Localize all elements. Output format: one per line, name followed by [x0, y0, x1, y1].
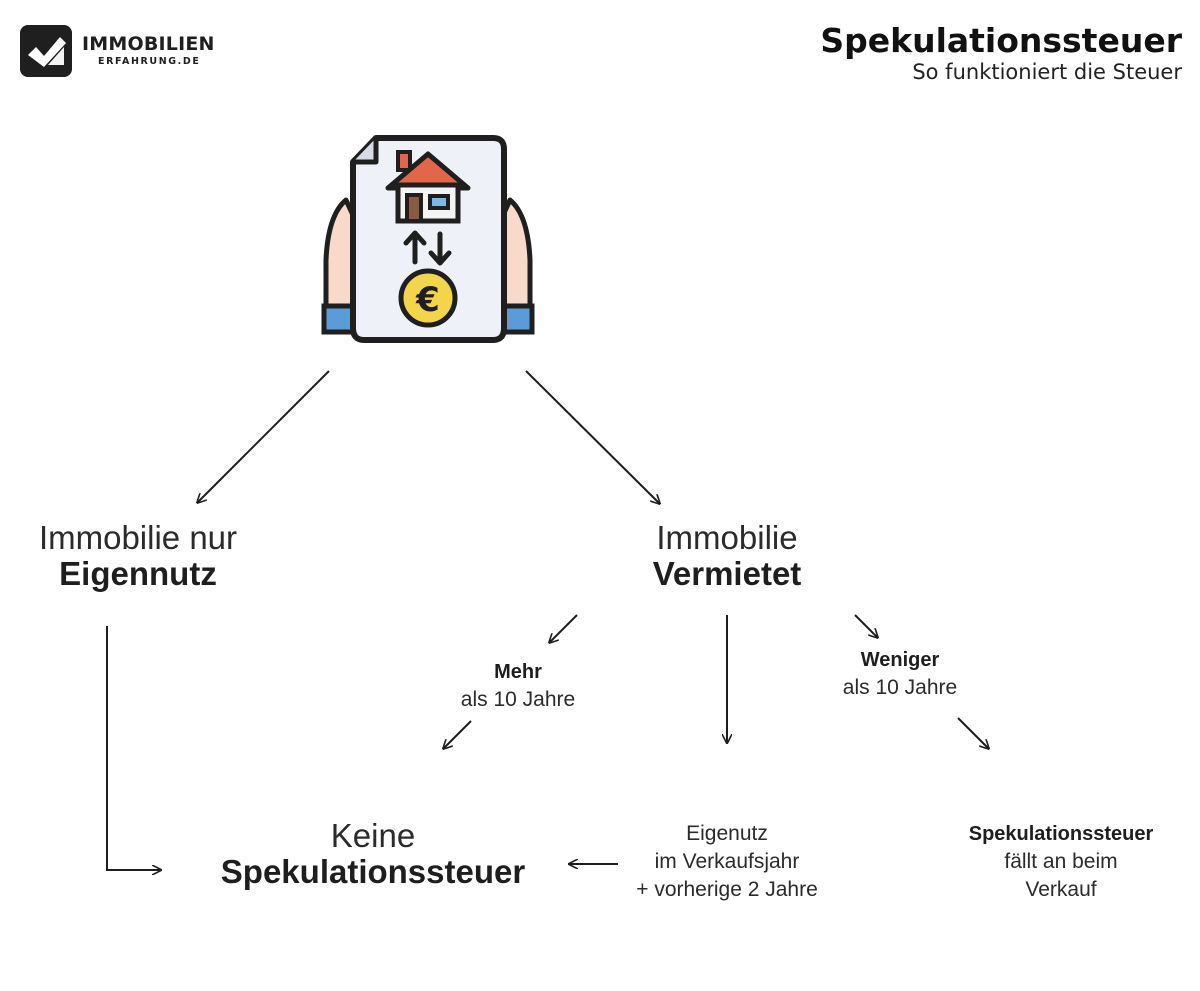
logo-sub-text: ERFAHRUNG.DE	[98, 56, 201, 68]
node-faellt-an-line1: Spekulationssteuer	[968, 823, 1154, 845]
arrow-vermietet-to-weniger	[854, 614, 877, 637]
page-title: Spekulationssteuer	[820, 21, 1182, 60]
arrow-to-vermietet	[525, 370, 659, 503]
node-eigenutz-jahr-line2: im Verkaufsjahr	[654, 850, 800, 873]
node-eigennutz-line1: Immobilie nur	[38, 519, 238, 556]
arrow-vermietet-to-mehr	[550, 614, 578, 642]
node-weniger: Weniger als 10 Jahre	[800, 646, 1000, 702]
node-vermietet: Immobilie Vermietet	[607, 520, 847, 592]
arrow-mehr-to-keine	[444, 720, 472, 748]
euro-coin-symbol: €	[415, 280, 440, 320]
node-faellt-an-line3: Verkauf	[1025, 878, 1097, 901]
node-faellt-an: Spekulationssteuer fällt an beim Verkauf	[950, 820, 1172, 904]
arrow-to-eigennutz	[198, 370, 330, 502]
arrow-eigennutz-to-keine	[106, 626, 160, 870]
node-keine: Keine Spekulationssteuer	[200, 818, 546, 890]
node-vermietet-line2: Vermietet	[652, 555, 802, 592]
house-euro-document-icon: €	[318, 130, 538, 348]
node-faellt-an-line2: fällt an beim	[1004, 850, 1118, 873]
node-keine-line1: Keine	[330, 817, 416, 854]
arrow-weniger-to-faellt	[957, 717, 988, 748]
node-eigenutz-jahr-line3: + vorherige 2 Jahre	[636, 878, 818, 901]
node-weniger-line1: Weniger	[860, 649, 940, 671]
node-eigenutz-jahr-line1: Eigenutz	[686, 822, 768, 845]
logo: IMMOBILIEN ERFAHRUNG.DE	[20, 25, 215, 77]
node-mehr-line1: Mehr	[494, 661, 542, 683]
node-vermietet-line1: Immobilie	[656, 519, 798, 556]
node-eigennutz-line2: Eigennutz	[59, 555, 217, 592]
node-mehr: Mehr als 10 Jahre	[418, 658, 618, 714]
logo-main-text: IMMOBILIEN	[82, 33, 215, 56]
logo-wordmark: IMMOBILIEN ERFAHRUNG.DE	[82, 35, 215, 67]
node-keine-line2: Spekulationssteuer	[220, 853, 526, 890]
page-subtitle: So funktioniert die Steuer	[912, 59, 1182, 84]
node-eigenutz-jahr: Eigenutz im Verkaufsjahr + vorherige 2 J…	[612, 820, 842, 904]
logo-check-icon	[20, 25, 72, 77]
node-eigennutz: Immobilie nur Eigennutz	[18, 520, 258, 592]
node-weniger-line2: als 10 Jahre	[842, 676, 958, 699]
page-title-block: Spekulationssteuer So funktioniert die S…	[820, 22, 1182, 85]
node-mehr-line2: als 10 Jahre	[460, 688, 576, 711]
